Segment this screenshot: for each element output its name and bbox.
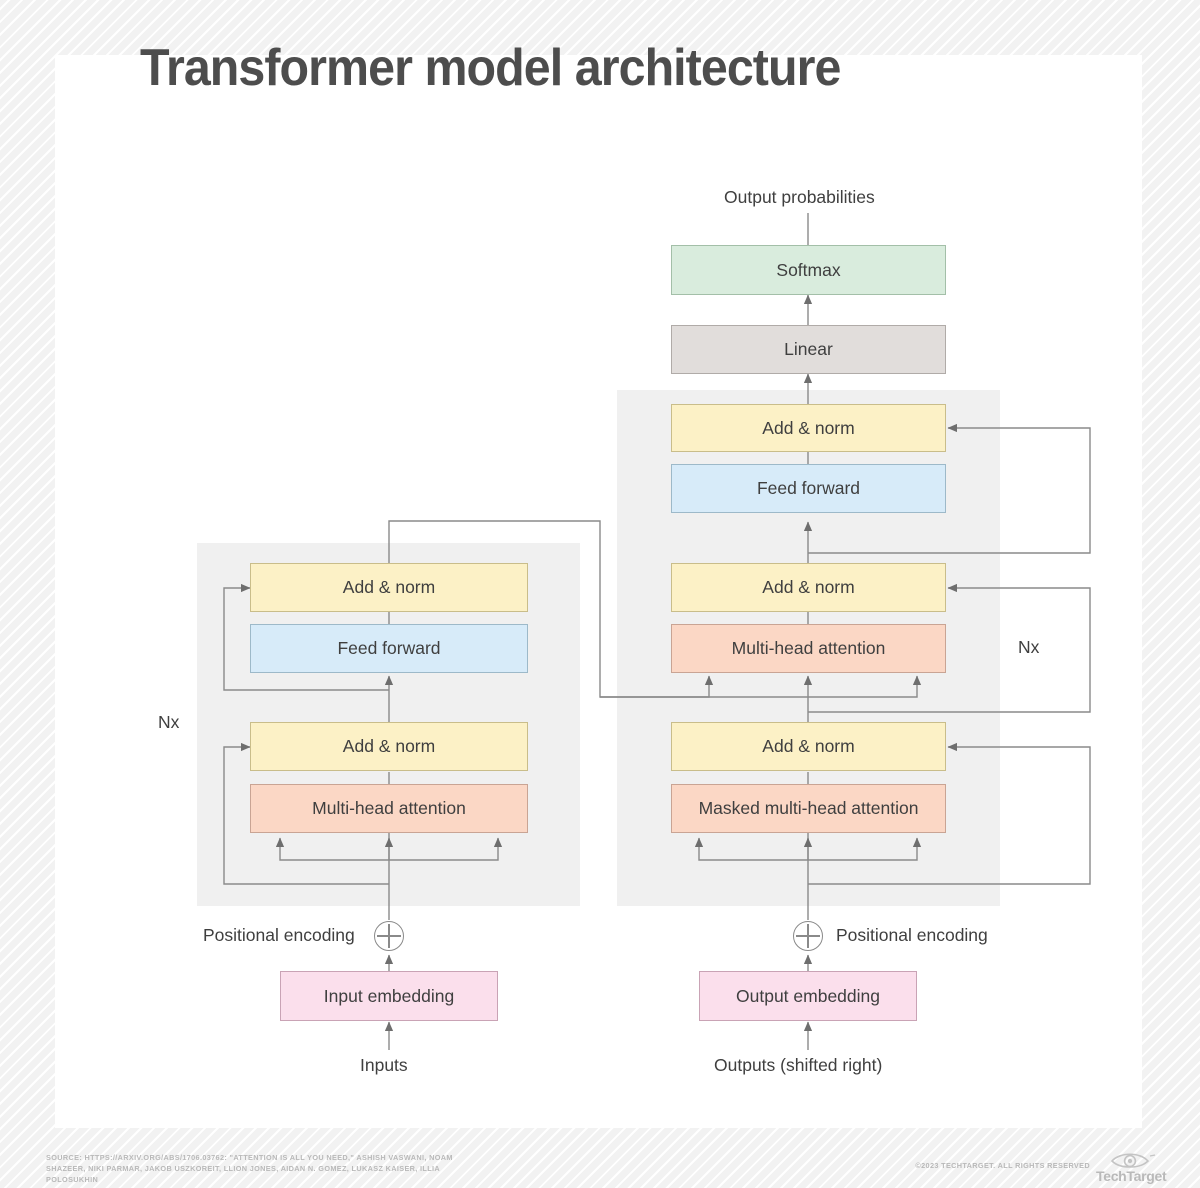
circled-plus-icon-encoder (374, 921, 404, 951)
decoder-feed-forward[interactable]: Feed forward (671, 464, 946, 513)
page-title: Transformer model architecture (140, 39, 841, 97)
decoder-positional-encoding-label: Positional encoding (836, 925, 988, 945)
outputs-label: Outputs (shifted right) (714, 1055, 883, 1075)
decoder-cross-attention[interactable]: Multi-head attention (671, 624, 946, 673)
copyright-notice: ©2023 TECHTARGET. ALL RIGHTS RESERVED (915, 1161, 1090, 1170)
techtarget-logo: TechTarget (1096, 1150, 1178, 1184)
softmax-block[interactable]: Softmax (671, 245, 946, 295)
decoder-add-norm-3[interactable]: Add & norm (671, 404, 946, 452)
output-embedding-block[interactable]: Output embedding (699, 971, 917, 1021)
linear-block[interactable]: Linear (671, 325, 946, 374)
decoder-add-norm-2[interactable]: Add & norm (671, 563, 946, 612)
inputs-label: Inputs (360, 1055, 408, 1075)
encoder-feed-forward[interactable]: Feed forward (250, 624, 528, 673)
input-embedding-block[interactable]: Input embedding (280, 971, 498, 1021)
decoder-add-norm-1[interactable]: Add & norm (671, 722, 946, 771)
encoder-repeat-label: Nx (158, 712, 180, 732)
encoder-add-norm-1[interactable]: Add & norm (250, 722, 528, 771)
output-probabilities-label: Output probabilities (724, 187, 875, 207)
techtarget-wordmark: TechTarget (1096, 1168, 1167, 1184)
encoder-add-norm-2[interactable]: Add & norm (250, 563, 528, 612)
source-citation: SOURCE: HTTPS://ARXIV.ORG/ABS/1706.03762… (46, 1153, 453, 1184)
encoder-multi-head-attention[interactable]: Multi-head attention (250, 784, 528, 833)
decoder-repeat-label: Nx (1018, 637, 1040, 657)
circled-plus-icon-decoder (793, 921, 823, 951)
encoder-positional-encoding-label: Positional encoding (203, 925, 355, 945)
eye-logo-icon (1110, 1153, 1156, 1168)
decoder-masked-attention[interactable]: Masked multi-head attention (671, 784, 946, 833)
